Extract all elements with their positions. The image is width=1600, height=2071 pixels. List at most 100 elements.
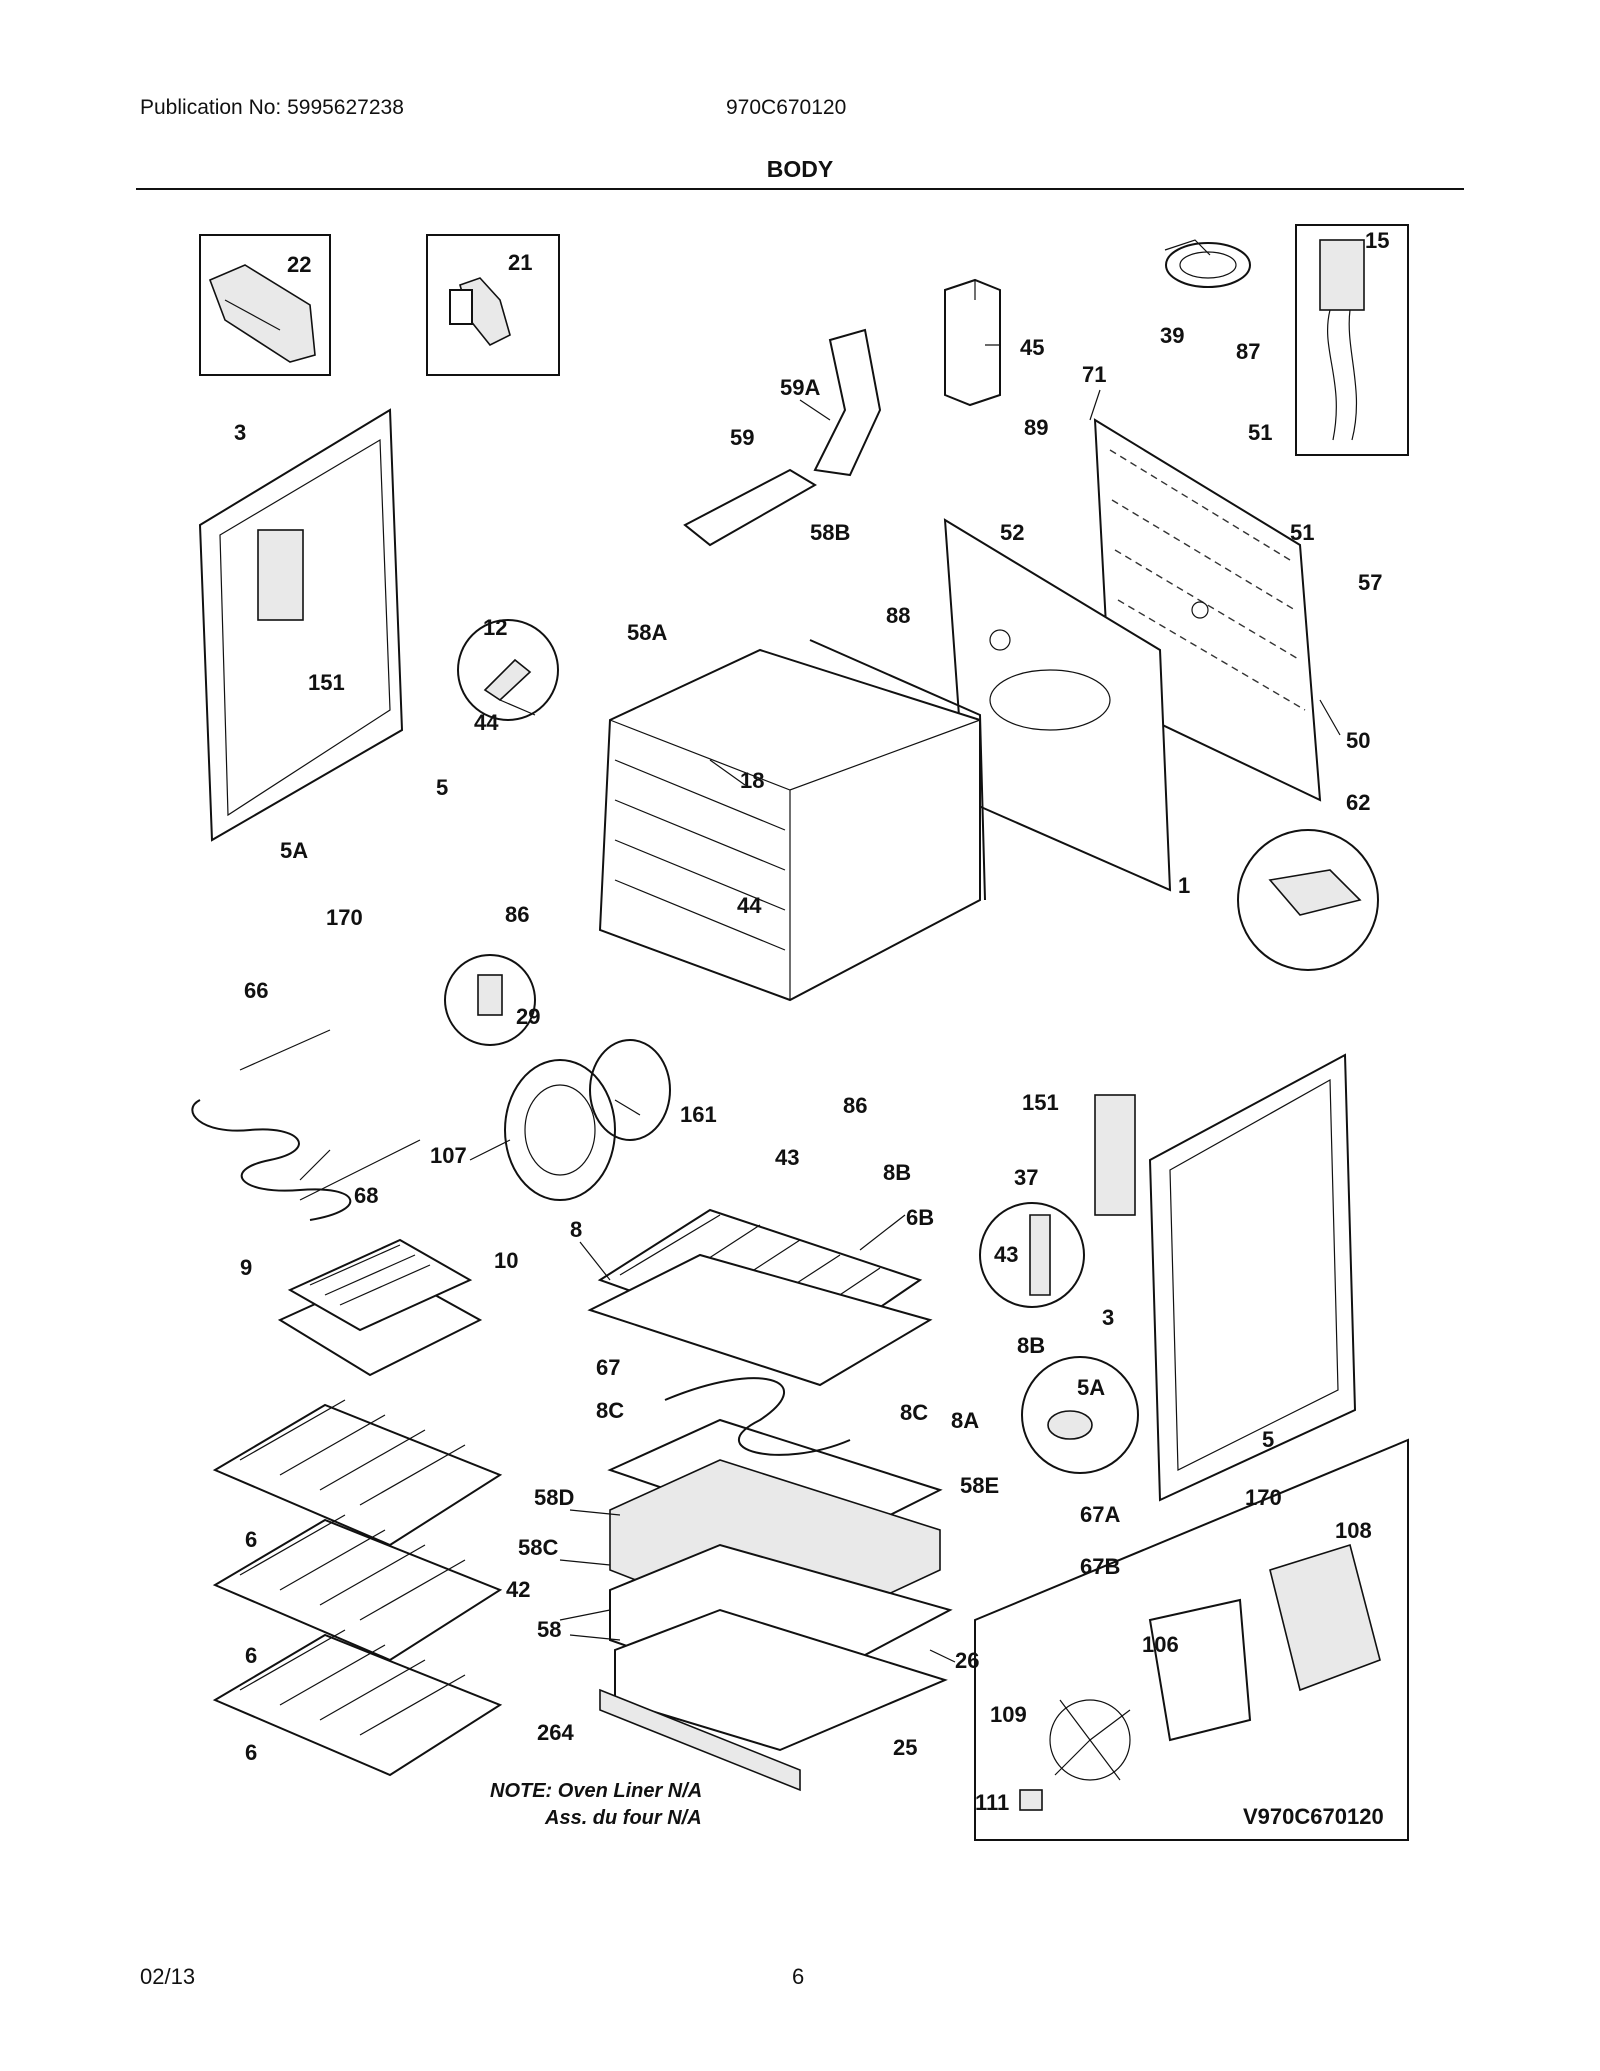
callout-151: 151 (308, 670, 345, 695)
callout-50: 50 (1346, 728, 1370, 753)
callout-6: 6 (245, 1643, 257, 1668)
callout-58B: 58B (810, 520, 850, 545)
inset-62 (1237, 829, 1379, 971)
callout-59A: 59A (780, 375, 820, 400)
bracket-45 (944, 278, 1001, 407)
section-title: BODY (766, 156, 834, 182)
callout-107: 107 (430, 1143, 467, 1168)
callout-51: 51 (1290, 520, 1314, 545)
inset-12 (457, 619, 559, 721)
callout-42: 42 (506, 1577, 530, 1602)
callout-3: 3 (1102, 1305, 1114, 1330)
callout-86: 86 (505, 902, 529, 927)
callout-161: 161 (680, 1102, 717, 1127)
callout-89: 89 (1024, 415, 1048, 440)
callout-66: 66 (244, 978, 268, 1003)
callout-68: 68 (354, 1183, 378, 1208)
callout-44: 44 (474, 710, 499, 735)
convection-fan-inset (974, 1438, 1409, 1841)
inset-29 (444, 954, 536, 1046)
callout-58: 58 (537, 1617, 561, 1642)
callout-109: 109 (990, 1702, 1027, 1727)
model-number: 970C670120 (726, 96, 847, 119)
callout-25: 25 (893, 1735, 917, 1760)
callout-26: 26 (955, 1648, 979, 1673)
callout-29: 29 (516, 1004, 540, 1029)
callout-8B: 8B (883, 1160, 911, 1185)
publication-number: Publication No: 5995627238 (140, 96, 404, 119)
callout-59: 59 (730, 425, 754, 450)
part-box-21 (426, 234, 560, 376)
callout-12: 12 (483, 615, 507, 640)
callout-5: 5 (436, 775, 448, 800)
oven-rack-6-b (212, 1514, 503, 1662)
callout-87: 87 (1236, 339, 1260, 364)
side-panel-left-3 (198, 408, 404, 842)
oven-rack-6-a (212, 1399, 503, 1547)
callout-8C: 8C (596, 1398, 624, 1423)
callout-39: 39 (1160, 323, 1184, 348)
callout-45: 45 (1020, 335, 1044, 360)
side-panel-right-3 (1094, 1053, 1357, 1502)
note-line-2: Ass. du four N/A (544, 1807, 702, 1829)
callout-151: 151 (1022, 1090, 1059, 1115)
callout-43: 43 (775, 1145, 799, 1170)
inset-label: V970C670120 (1243, 1804, 1384, 1829)
broil-element-66 (191, 1029, 421, 1221)
inset-43 (979, 1202, 1085, 1308)
inset-5A (1021, 1356, 1139, 1474)
callout-57: 57 (1358, 570, 1382, 595)
header-rule (136, 188, 1464, 190)
callout-44: 44 (737, 893, 762, 918)
callout-8C: 8C (900, 1400, 928, 1425)
oven-rack-6-c (212, 1629, 503, 1777)
broil-pan (277, 1238, 483, 1377)
callout-5A: 5A (1077, 1375, 1105, 1400)
callout-62: 62 (1346, 790, 1370, 815)
cord-coil-39 (1164, 239, 1251, 288)
callout-108: 108 (1335, 1518, 1372, 1543)
fan-cover-107 (504, 1059, 616, 1201)
callout-86: 86 (843, 1093, 867, 1118)
callout-88: 88 (886, 603, 910, 628)
callout-9: 9 (240, 1255, 252, 1280)
callout-170: 170 (1245, 1485, 1282, 1510)
gasket-161 (589, 1039, 671, 1141)
callout-18: 18 (740, 768, 764, 793)
callout-10: 10 (494, 1248, 518, 1273)
callout-22: 22 (287, 252, 311, 277)
callout-58A: 58A (627, 620, 667, 645)
footer-date: 02/13 (140, 1964, 196, 1989)
callout-8: 8 (570, 1217, 582, 1242)
callout-58D: 58D (534, 1485, 574, 1510)
part-box-22 (199, 234, 331, 376)
callout-1: 1 (1178, 873, 1190, 898)
callout-67: 67 (596, 1355, 620, 1380)
callout-6B: 6B (906, 1205, 934, 1230)
callout-5A: 5A (280, 838, 308, 863)
callout-52: 52 (1000, 520, 1024, 545)
callout-106: 106 (1142, 1632, 1179, 1657)
callout-43: 43 (994, 1242, 1018, 1267)
callout-264: 264 (537, 1720, 574, 1745)
callout-71: 71 (1082, 362, 1106, 387)
bake-element-67 (664, 1377, 851, 1456)
callout-6: 6 (245, 1740, 257, 1765)
callout-8A: 8A (951, 1408, 979, 1433)
callout-58E: 58E (960, 1473, 999, 1498)
callout-5: 5 (1262, 1427, 1274, 1452)
callout-67B: 67B (1080, 1554, 1120, 1579)
duct-59A (813, 328, 882, 477)
duct-59 (683, 468, 817, 547)
callout-58C: 58C (518, 1535, 558, 1560)
note-line-1: NOTE: Oven Liner N/A (490, 1780, 702, 1802)
callout-37: 37 (1014, 1165, 1038, 1190)
callout-51: 51 (1248, 420, 1272, 445)
page-number: 6 (792, 1964, 805, 1989)
drawer-assembly (599, 1418, 953, 1792)
callout-3: 3 (234, 420, 246, 445)
callout-21: 21 (508, 250, 532, 275)
callout-111: 111 (975, 1790, 1009, 1815)
rear-panel-1 (943, 518, 1172, 892)
